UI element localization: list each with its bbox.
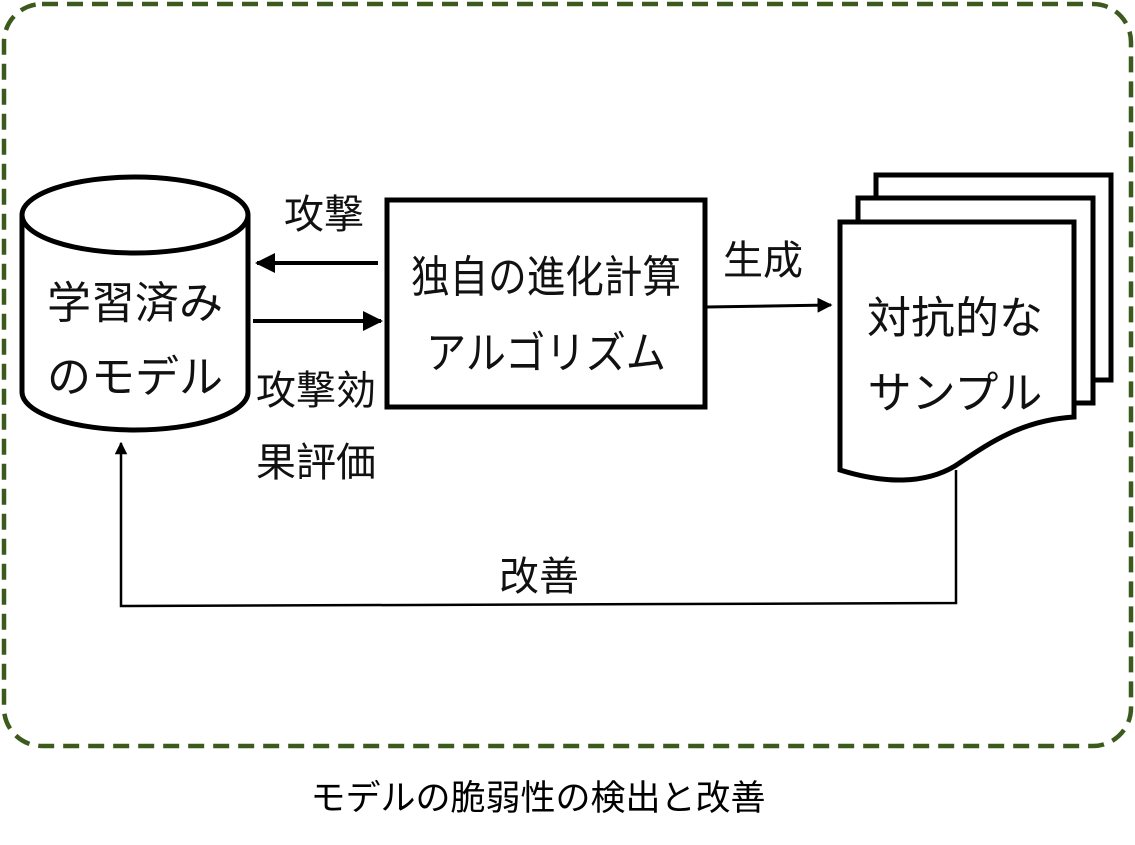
cylinder-top [19, 174, 251, 256]
algorithm-label-line1: 独自の進化計算 [411, 252, 681, 303]
generate-label: 生成 [723, 238, 803, 284]
improve-label: 改善 [499, 554, 579, 600]
samples-label-line1: 対抗的な [867, 293, 1043, 344]
algorithm-box: 独自の進化計算 アルゴリズム [384, 197, 708, 410]
samples-document-stack: 対抗的な サンプル [837, 172, 1114, 483]
dashed-frame [1, 1, 1134, 749]
model-label-line2: のモデル [47, 352, 223, 403]
model-label-line1: 学習済み [47, 278, 223, 329]
attack-label: 攻撃 [284, 192, 364, 238]
samples-label-line2: サンプル [868, 368, 1043, 419]
model-cylinder: 学習済み のモデル [19, 174, 251, 433]
evaluation-label-line2: 果評価 [256, 440, 376, 486]
figure-caption: モデルの脆弱性の検出と改善 [310, 779, 765, 819]
document-front [837, 219, 1077, 483]
algorithm-rect [384, 197, 708, 410]
evaluation-label-line1: 攻撃効 [256, 368, 376, 414]
algorithm-label-line2: アルゴリズム [426, 328, 666, 379]
generate-arrow [705, 297, 833, 313]
cylinder-body [19, 215, 251, 433]
improve-arrow [114, 441, 958, 608]
